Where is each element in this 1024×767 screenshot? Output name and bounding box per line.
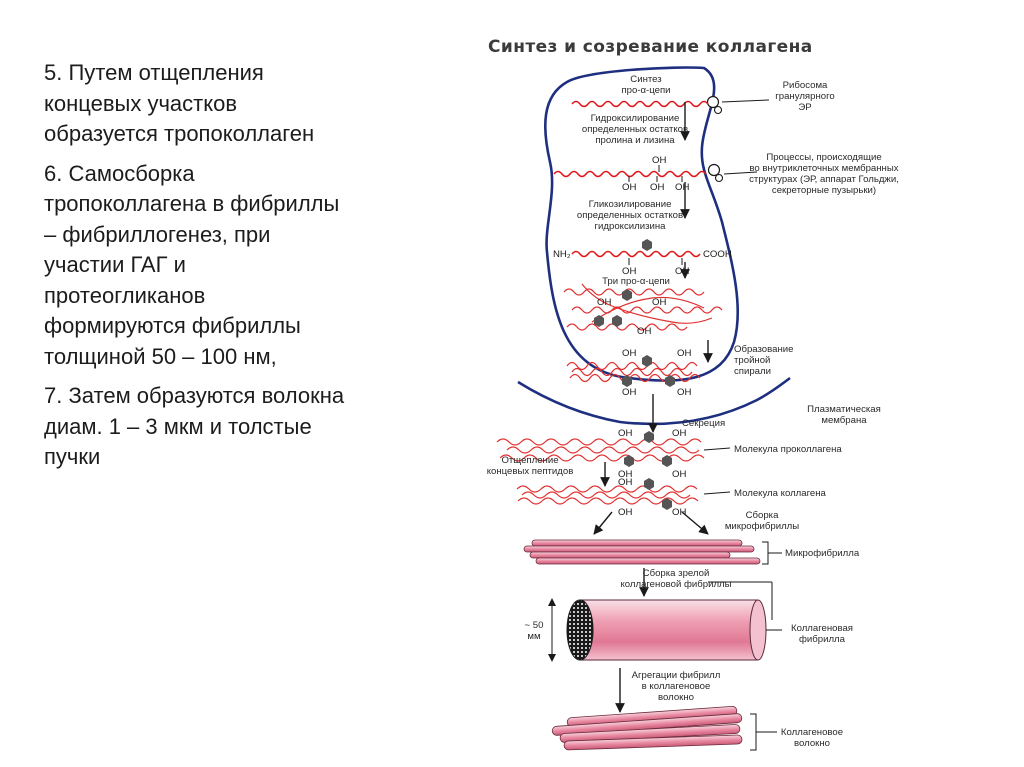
procollagen-molecule — [496, 431, 705, 467]
label-mature-2: коллагеновой фибриллы — [620, 579, 731, 590]
sugar-hexagon-1 — [642, 239, 652, 251]
diagram-title: Синтез и созревание коллагена — [488, 37, 813, 57]
collagen-fibril-cylinder — [566, 599, 767, 661]
text-column: 5. Путем отщепления концевых участков об… — [44, 58, 464, 482]
label-cleavage: Отщепление — [501, 455, 558, 466]
label-collagen-fibril: Коллагеновая — [791, 623, 853, 634]
oh-1: OH — [652, 155, 666, 166]
label-microfibril: Микрофибрилла — [785, 548, 860, 559]
label-size: ~ 50 — [525, 620, 544, 631]
oh-5: OH — [622, 266, 636, 277]
label-secretion: Секреция — [682, 418, 725, 429]
label-size-unit: мм — [527, 631, 540, 642]
ribosome-icon-2 — [707, 163, 724, 183]
oh-4: OH — [675, 182, 689, 193]
label-cooh: COOH — [703, 249, 732, 260]
label-collagen-fibril-2: фибрилла — [799, 634, 846, 645]
oh-8: OH — [652, 297, 666, 308]
label-aggregation: Агрегации фибрилл — [632, 670, 721, 681]
oh-2: OH — [622, 182, 636, 193]
label-processes: Процессы, происходящие — [766, 152, 881, 163]
leader-processes — [723, 171, 758, 175]
paragraph-step-5: 5. Путем отщепления концевых участков об… — [44, 60, 315, 146]
cell-outline — [544, 66, 740, 382]
label-aggregation-3: волокно — [658, 692, 694, 703]
three-pro-alpha-chains — [563, 283, 723, 331]
collagen-synthesis-diagram: Синтез и созревание коллагена Синтез про… — [487, 37, 899, 751]
oh-17: OH — [672, 469, 686, 480]
label-cleavage-2: концевых пептидов — [487, 466, 574, 477]
oh-9: OH — [637, 326, 651, 337]
label-hydroxylation-3: пролина и лизина — [595, 135, 675, 146]
label-membrane-2: мембрана — [821, 415, 867, 426]
ribosome-icon — [706, 95, 723, 115]
oh-18: OH — [618, 477, 632, 488]
oh-7: OH — [597, 297, 611, 308]
label-processes-3: структурах (ЭР, аппарат Гольджи, — [749, 174, 899, 185]
leader-procollagen — [703, 447, 731, 451]
oh-10: OH — [622, 348, 636, 359]
pro-alpha-chain-2 — [553, 170, 707, 178]
oh-12: OH — [622, 387, 636, 398]
collagen-molecule — [516, 478, 699, 510]
oh-6: OH — [675, 266, 689, 277]
label-triple: Образование — [734, 344, 793, 355]
label-triple-2: тройной — [734, 355, 770, 366]
label-glycosylation-2: определенных остатков — [577, 210, 683, 221]
pro-alpha-chain-1 — [571, 100, 709, 108]
paragraph-step-6: 6. Самосборка тропоколлагена в фибриллы … — [44, 160, 340, 369]
label-glycosylation-3: гидроксилизина — [595, 221, 667, 232]
label-collagen-molecule: Молекула коллагена — [734, 488, 827, 499]
label-fiber: Коллагеновое — [781, 727, 843, 738]
plasma-membrane — [517, 376, 791, 426]
label-three-chains: Три про-α-цепи — [602, 276, 670, 287]
label-hydroxylation: Гидроксилирование — [591, 113, 680, 124]
label-nh2: NH₂ — [553, 249, 571, 260]
microfibril-rods — [523, 539, 761, 565]
label-assembly-micro: Сборка — [746, 510, 780, 521]
oh-19: OH — [618, 507, 632, 518]
paragraph-step-7: 7. Затем образуются волокна диам. 1 – 3 … — [44, 383, 345, 469]
collagen-fiber-rods — [551, 705, 743, 751]
pro-alpha-chain-3 — [571, 250, 701, 258]
label-procollagen: Молекула проколлагена — [734, 444, 842, 455]
label-hydroxylation-2: определенных остатков — [582, 124, 688, 135]
label-synthesis: Синтез — [630, 74, 662, 85]
oh-16: OH — [618, 469, 632, 480]
label-processes-4: секреторные пузырьки) — [772, 185, 876, 196]
arrow-to-microfibril-right — [681, 511, 709, 535]
label-membrane: Плазматическая — [807, 404, 881, 415]
label-ribosome: Рибосома — [783, 80, 828, 91]
bracket-fiber — [750, 713, 757, 751]
label-processes-2: во внутриклеточных мембранных — [749, 163, 898, 174]
label-synthesis-chain: про-α-цепи — [621, 85, 670, 96]
leader-collagen — [703, 491, 731, 495]
label-ribosome-3: ЭР — [798, 102, 811, 113]
label-triple-3: спирали — [734, 366, 771, 377]
label-mature: Сборка зрелой — [643, 568, 710, 579]
oh-15: OH — [672, 428, 686, 439]
arrow-to-microfibril-left — [593, 511, 613, 535]
triple-helix — [566, 355, 701, 387]
label-ribosome-2: гранулярного — [775, 91, 834, 102]
leader-ribosome — [721, 99, 770, 103]
oh-20: OH — [672, 507, 686, 518]
oh-3: OH — [650, 182, 664, 193]
oh-11: OH — [677, 348, 691, 359]
label-aggregation-2: в коллагеновое — [642, 681, 711, 692]
bracket-microfibril — [762, 541, 769, 565]
oh-13: OH — [677, 387, 691, 398]
label-fiber-2: волокно — [794, 738, 830, 749]
oh-14: OH — [618, 428, 632, 439]
label-glycosylation: Гликозилирование — [589, 199, 672, 210]
label-assembly-micro-2: микрофибриллы — [725, 521, 799, 532]
